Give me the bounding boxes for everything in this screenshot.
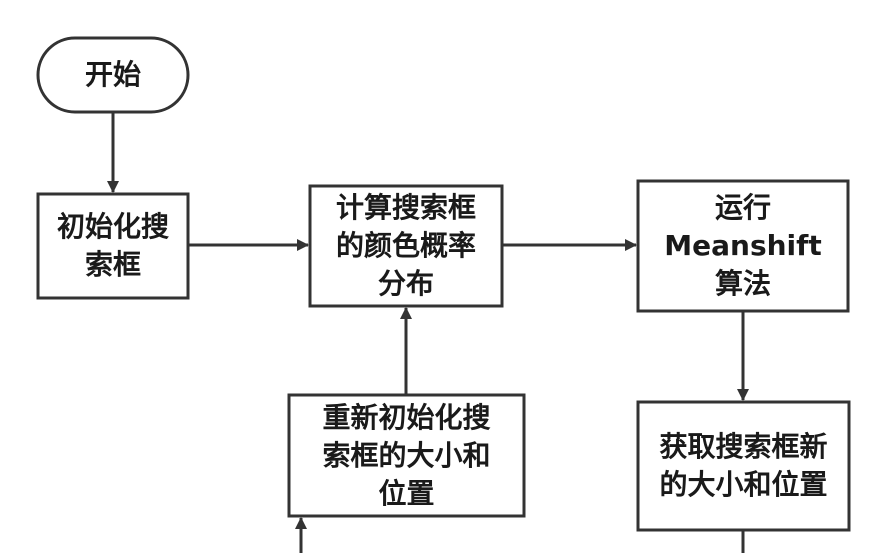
- calc-label: 计算搜索框 的颜色概率 分布: [335, 191, 476, 300]
- init-node: [36, 192, 190, 300]
- reinit-label: 重新初始化搜 索框的大小和 位置: [322, 400, 491, 510]
- run-label: 运行 Meanshift 算法: [664, 191, 822, 300]
- reinit-node: [287, 393, 526, 518]
- init-label: 初始化搜 索框: [56, 210, 169, 281]
- get-label: 获取搜索框新 的大小和位置: [659, 430, 828, 501]
- start-label: 开始: [84, 58, 141, 91]
- run-node: [636, 179, 850, 313]
- calc-node: [308, 184, 504, 308]
